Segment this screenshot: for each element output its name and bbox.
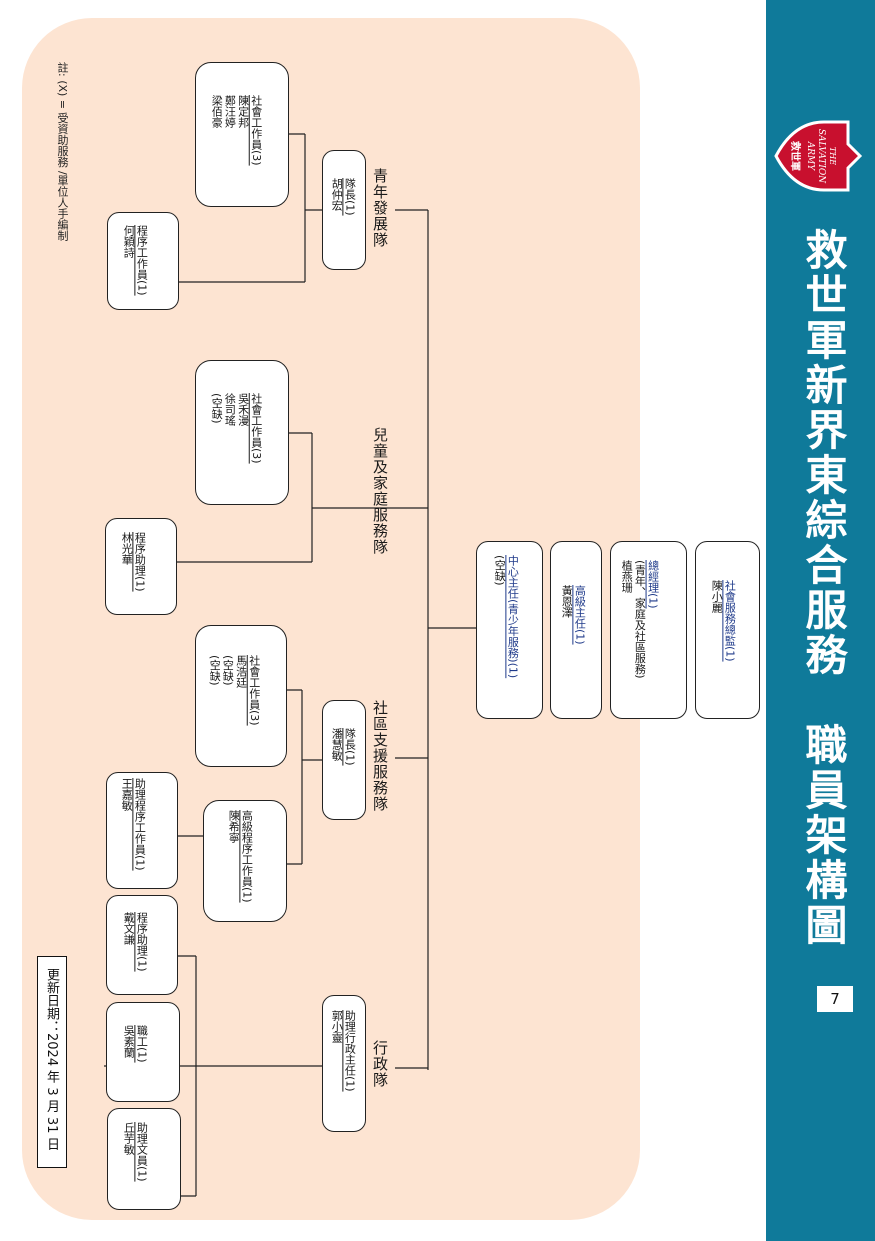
community-senior-programme-worker-title: 高級程序工作員(1) — [240, 810, 254, 903]
admin-clerk-box — [107, 1108, 181, 1210]
general-manager-info: 總經理(1) (青年、家庭及社區服務) 植燕珊 — [620, 560, 660, 679]
logo-text-chinese: 救世軍 — [789, 141, 802, 171]
general-manager-title: 總經理(1) — [646, 560, 660, 609]
admin-programme-assistant-box — [106, 895, 178, 995]
chart-note: 註: (X) = 受資助服務 /單位人手編制 — [56, 62, 69, 241]
centre-supervisor-info: 中心主任(青少年服務)(1) (空缺) — [493, 555, 519, 678]
admin-worker-info: 職工(1) 吳素蘭 — [122, 1025, 148, 1063]
team-label-youth: 青年發展隊 — [371, 168, 389, 248]
youth-social-worker-2: 鄭汪婷 — [223, 95, 237, 128]
community-leader-name: 潘慧敏 — [330, 728, 344, 761]
family-social-workers-box — [195, 360, 289, 505]
logo-text-salvation: SALVATION — [816, 129, 826, 184]
community-senior-programme-worker-info: 高級程序工作員(1) 陳希寧 — [227, 810, 253, 903]
admin-programme-assistant-name: 戴文謙 — [122, 912, 136, 945]
community-assistant-programme-worker-title: 助理程序工作員(1) — [133, 778, 147, 871]
community-senior-programme-worker-name: 陳希寧 — [227, 810, 241, 843]
youth-programme-worker-title: 程序工作員(1) — [135, 225, 149, 296]
admin-leader-title: 助理行政主任(1) — [343, 1010, 357, 1092]
family-programme-assistant-box — [105, 518, 177, 615]
centre-supervisor-name: (空缺) — [493, 555, 507, 586]
community-social-workers-title: 社會工作員(3) — [247, 655, 261, 726]
general-manager-subtitle: (青年、家庭及社區服務) — [633, 560, 647, 679]
logo-text-army: ARMY — [805, 141, 815, 171]
youth-leader-info: 隊長(1) 胡仲宏 — [330, 178, 356, 216]
community-social-worker-2: (空缺) — [221, 655, 235, 686]
family-social-worker-3: (空缺) — [210, 393, 224, 424]
team-label-admin: 行政隊 — [371, 1040, 389, 1088]
youth-leader-name: 胡仲宏 — [330, 178, 344, 211]
director-info: 社會服務總監(1) 陳小麗 — [710, 580, 736, 662]
family-social-workers-title: 社會工作員(3) — [249, 393, 263, 464]
community-senior-programme-worker-box — [203, 800, 287, 922]
youth-social-workers-box — [195, 62, 289, 207]
community-assistant-programme-worker-info: 助理程序工作員(1) 王嘉敏 — [120, 778, 146, 871]
youth-social-worker-1: 陳定邦 — [236, 95, 250, 128]
youth-leader-title: 隊長(1) — [343, 178, 357, 216]
page-number: 7 — [817, 986, 853, 1012]
family-programme-assistant-name: 林光華 — [120, 532, 134, 565]
team-label-family: 兒童及家庭服務隊 — [371, 427, 389, 555]
youth-programme-worker-box — [107, 212, 179, 310]
family-programme-assistant-info: 程序助理(1) 林光華 — [120, 532, 146, 592]
general-manager-box — [610, 541, 687, 719]
admin-clerk-title: 助理文員(1) — [135, 1122, 149, 1182]
admin-clerk-info: 助理文員(1) 丘芋敏 — [122, 1122, 148, 1182]
admin-programme-assistant-title: 程序助理(1) — [135, 912, 149, 972]
admin-programme-assistant-info: 程序助理(1) 戴文謙 — [122, 912, 148, 972]
general-manager-name: 植燕珊 — [620, 560, 634, 593]
community-leader-title: 隊長(1) — [343, 728, 357, 766]
admin-worker-title: 職工(1) — [135, 1025, 149, 1063]
youth-programme-worker-info: 程序工作員(1) 何穎詩 — [122, 225, 148, 296]
senior-supervisor-info: 高級主任(1) 黃恩澤 — [560, 585, 586, 645]
family-social-worker-1: 吳禾漫 — [236, 393, 250, 426]
youth-social-worker-3: 梁佰豪 — [210, 95, 224, 128]
centre-supervisor-title: 中心主任(青少年服務)(1) — [506, 555, 520, 679]
logo-text-the: THE — [828, 147, 837, 165]
admin-leader-info: 助理行政主任(1) 郭小靈 — [330, 1010, 356, 1092]
community-leader-info: 隊長(1) 潘慧敏 — [330, 728, 356, 766]
page-title: 救世軍新界東綜合服務 職員架構圖 — [799, 228, 848, 948]
community-social-worker-3: (空缺) — [208, 655, 222, 686]
family-social-worker-2: 徐司瑤 — [223, 393, 237, 426]
senior-supervisor-name: 黃恩澤 — [560, 585, 574, 618]
family-social-workers-info: 社會工作員(3) 吳禾漫 徐司瑤 (空缺) — [210, 393, 263, 464]
title-sidebar — [766, 0, 875, 1241]
community-assistant-programme-worker-box — [106, 772, 178, 889]
team-label-community: 社區支援服務隊 — [371, 700, 389, 812]
admin-leader-box — [322, 995, 366, 1132]
update-date: 更新日期：2024 年 3 月 31 日 — [44, 968, 59, 1151]
director-name: 陳小麗 — [710, 580, 724, 613]
family-programme-assistant-title: 程序助理(1) — [133, 532, 147, 592]
update-date-box — [37, 956, 67, 1168]
admin-clerk-name: 丘芋敏 — [122, 1122, 136, 1155]
youth-social-workers-title: 社會工作員(3) — [249, 95, 263, 166]
director-title: 社會服務總監(1) — [723, 580, 737, 662]
senior-supervisor-title: 高級主任(1) — [573, 585, 587, 645]
senior-supervisor-box — [550, 541, 602, 719]
youth-leader-box — [322, 150, 366, 270]
director-box — [695, 541, 760, 719]
admin-worker-name: 吳素蘭 — [122, 1025, 136, 1058]
youth-social-workers-info: 社會工作員(3) 陳定邦 鄭汪婷 梁佰豪 — [210, 95, 263, 166]
community-social-workers-info: 社會工作員(3) 馬浩廷 (空缺) (空缺) — [208, 655, 261, 726]
community-social-workers-box — [195, 625, 287, 767]
community-leader-box — [322, 700, 366, 820]
youth-programme-worker-name: 何穎詩 — [122, 225, 136, 258]
salvation-army-logo: THE SALVATION ARMY 救世軍 — [774, 120, 863, 192]
community-assistant-programme-worker-name: 王嘉敏 — [120, 778, 134, 811]
admin-leader-name: 郭小靈 — [330, 1010, 344, 1043]
centre-supervisor-box — [476, 541, 543, 719]
community-social-worker-1: 馬浩廷 — [234, 655, 248, 688]
admin-worker-box — [106, 1002, 180, 1102]
